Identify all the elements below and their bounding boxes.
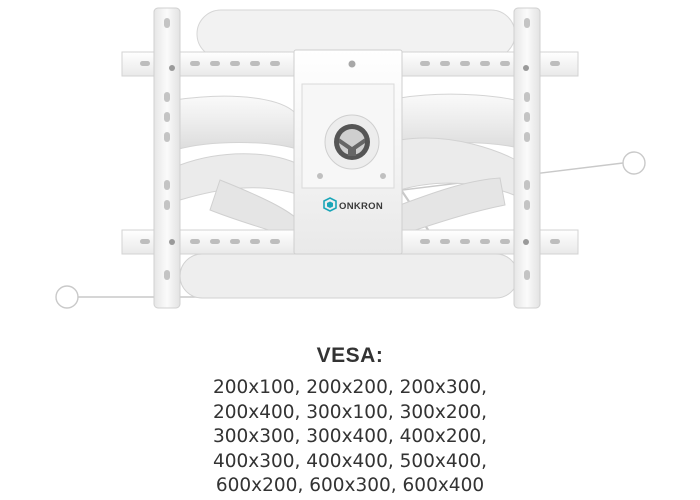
vesa-sizes-list: 200x100, 200x200, 200x300, 200x400, 300x… (0, 376, 700, 499)
brand-logo: ONKRON (323, 197, 383, 212)
brand-name: ONKRON (339, 201, 383, 212)
vesa-line: 600x200, 600x300, 600x400 (215, 475, 485, 496)
vesa-heading: VESA: (316, 344, 384, 367)
mount-arms (174, 93, 529, 241)
vesa-line: 400x300, 400x400, 500x400, (212, 450, 488, 472)
vesa-line: 200x100, 200x200, 200x300, (212, 377, 488, 398)
center-wall-plate (293, 49, 403, 255)
vesa-line: 300x300, 300x400, 400x200, (212, 426, 488, 447)
vertical-bars (153, 7, 541, 309)
vesa-line: 200x400, 300x100, 300x200, (212, 401, 488, 423)
